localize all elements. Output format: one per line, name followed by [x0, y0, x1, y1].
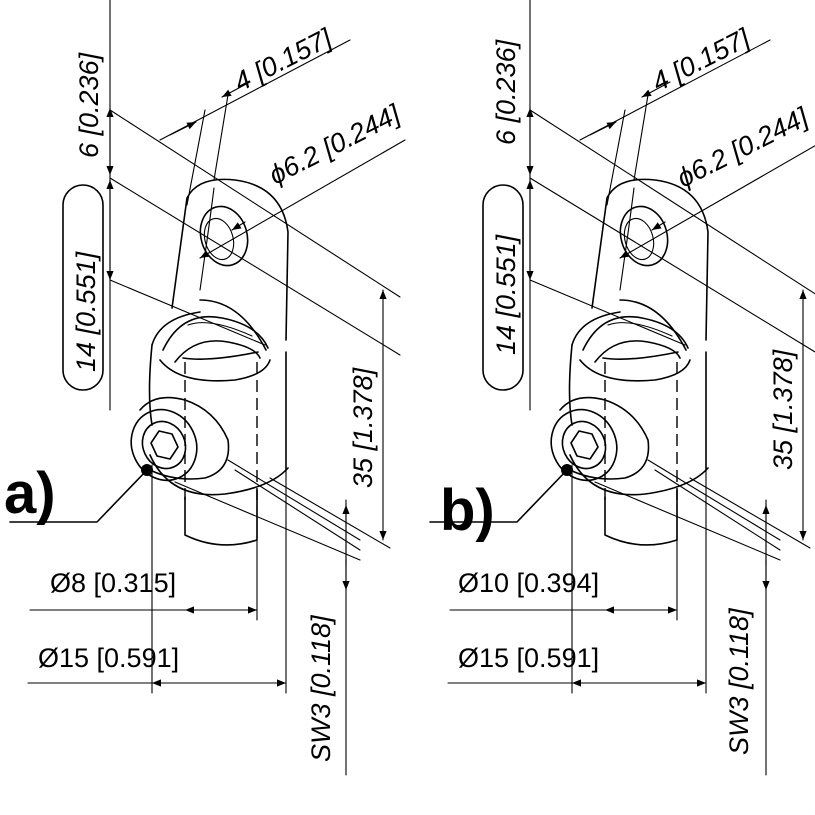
- variant-b: b) Ø10 [0.394] Ø15 [0.591] 35 [1.378] SW…: [430, 0, 815, 775]
- variant-label: a): [4, 461, 56, 526]
- height-dimension: 35 [1.378]: [348, 366, 378, 488]
- outer-diameter-dimension: Ø15 [0.591]: [38, 643, 179, 673]
- bore-diameter-dimension: Ø10 [0.394]: [458, 568, 599, 598]
- thickness-dimension: 4 [0.157]: [229, 22, 338, 97]
- outer-diameter-dimension: Ø15 [0.591]: [458, 643, 599, 673]
- eye-height-dimension: 14 [0.551]: [491, 233, 521, 355]
- eye-height-dimension: 14 [0.551]: [71, 250, 101, 372]
- wrench-size-dimension: SW3 [0.118]: [724, 607, 754, 755]
- hole-diameter-dimension: ϕ6.2 [0.244]: [264, 98, 406, 190]
- thickness-dimension: 4 [0.157]: [647, 22, 756, 97]
- wrench-size-dimension: SW3 [0.118]: [306, 614, 336, 762]
- hole-diameter-dimension: ϕ6.2 [0.244]: [672, 101, 814, 193]
- height-dimension: 35 [1.378]: [768, 348, 798, 470]
- variant-label: b): [440, 478, 495, 543]
- top-offset-dimension: 6 [0.236]: [74, 51, 104, 158]
- bore-diameter-dimension: Ø8 [0.315]: [50, 568, 176, 598]
- top-offset-dimension: 6 [0.236]: [491, 38, 521, 145]
- variant-a: a) Ø8 [0.315] Ø15 [0.591] 35 [1.378] SW3…: [4, 0, 406, 775]
